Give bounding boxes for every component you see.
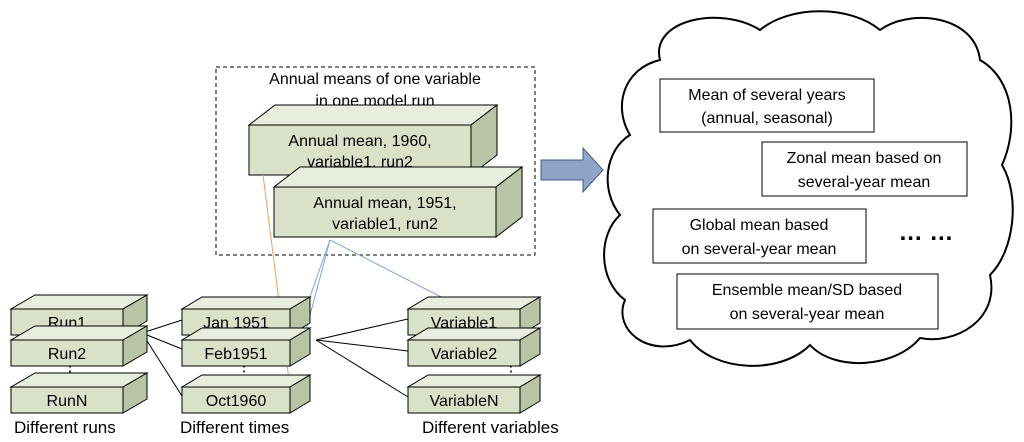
link-run2-feb <box>141 332 183 350</box>
times-column: Jan 1951 Feb1951 ⋮ Oct1960 Different tim… <box>180 296 311 437</box>
block-run2: Run2 <box>10 325 148 367</box>
results-cloud: Mean of several years (annual, seasonal)… <box>603 10 1014 367</box>
cloud-box-ensemble-mean-line1: Ensemble mean/SD based <box>712 282 902 299</box>
block-annual-1960: Annual mean, 1960, variable1, run2 <box>248 104 498 176</box>
cloud-box-zonal-mean-line1: Zonal mean based on <box>787 150 942 167</box>
cloud-box-global-mean-line1: Global mean based <box>690 217 829 234</box>
block-variable2: Variable2 <box>407 327 541 367</box>
cloud-box-zonal-mean-line2: several-year mean <box>798 174 931 191</box>
cloud-box-zonal-mean: Zonal mean based on several-year mean <box>761 141 968 197</box>
link-feb-var2 <box>315 339 409 352</box>
variables-caption: Different variables <box>422 418 559 437</box>
block-annual-1951-line1: Annual mean, 1951, <box>313 195 456 212</box>
run2-label: Run2 <box>48 346 86 363</box>
block-variableN: VariableN <box>407 374 541 414</box>
cloud-box-global-mean-line2: on several-year mean <box>682 241 837 258</box>
variableN-label: VariableN <box>429 393 498 410</box>
cloud-box-ensemble-mean: Ensemble mean/SD based on several-year m… <box>676 273 939 330</box>
annual-means-group: Annual means of one variable in one mode… <box>215 66 536 256</box>
annual-means-frame <box>215 66 536 256</box>
link-blue-annual-var1 <box>329 239 448 301</box>
link-feb-varN <box>315 339 409 398</box>
variables-column: Variable1 Variable2 ⋮ VariableN Differen… <box>407 296 559 437</box>
block-annual-1951: Annual mean, 1951, variable1, run2 <box>273 166 523 238</box>
block-oct1960: Oct1960 <box>181 374 311 414</box>
variable2-label: Variable2 <box>431 346 498 363</box>
cloud-ellipsis: … … <box>899 219 954 246</box>
annual-means-title-line1: Annual means of one variable <box>269 71 481 88</box>
times-caption: Different times <box>180 418 289 437</box>
cloud-box-mean-years-line2: (annual, seasonal) <box>701 110 833 127</box>
runs-column: Run1 Run2 ⋮ RunN Different runs <box>10 294 148 437</box>
link-run2-oct <box>141 332 183 397</box>
oct1960-label: Oct1960 <box>206 393 267 410</box>
cloud-box-ensemble-mean-line2: on several-year mean <box>730 306 885 323</box>
link-feb-var1 <box>315 318 409 341</box>
right-arrow-icon <box>540 146 604 194</box>
block-annual-1951-line2: variable1, run2 <box>332 216 438 233</box>
link-run2-jan <box>141 319 183 334</box>
cloud-box-global-mean: Global mean based on several-year mean <box>652 208 867 264</box>
cloud-box-mean-years: Mean of several years (annual, seasonal) <box>659 78 875 133</box>
feb1951-label: Feb1951 <box>204 346 267 363</box>
runN-label: RunN <box>47 393 88 410</box>
runs-caption: Different runs <box>14 418 116 437</box>
block-feb1951: Feb1951 <box>181 327 311 367</box>
block-annual-1960-line1: Annual mean, 1960, <box>288 133 431 150</box>
block-runN: RunN <box>10 372 148 414</box>
cloud-box-mean-years-line1: Mean of several years <box>688 87 845 104</box>
